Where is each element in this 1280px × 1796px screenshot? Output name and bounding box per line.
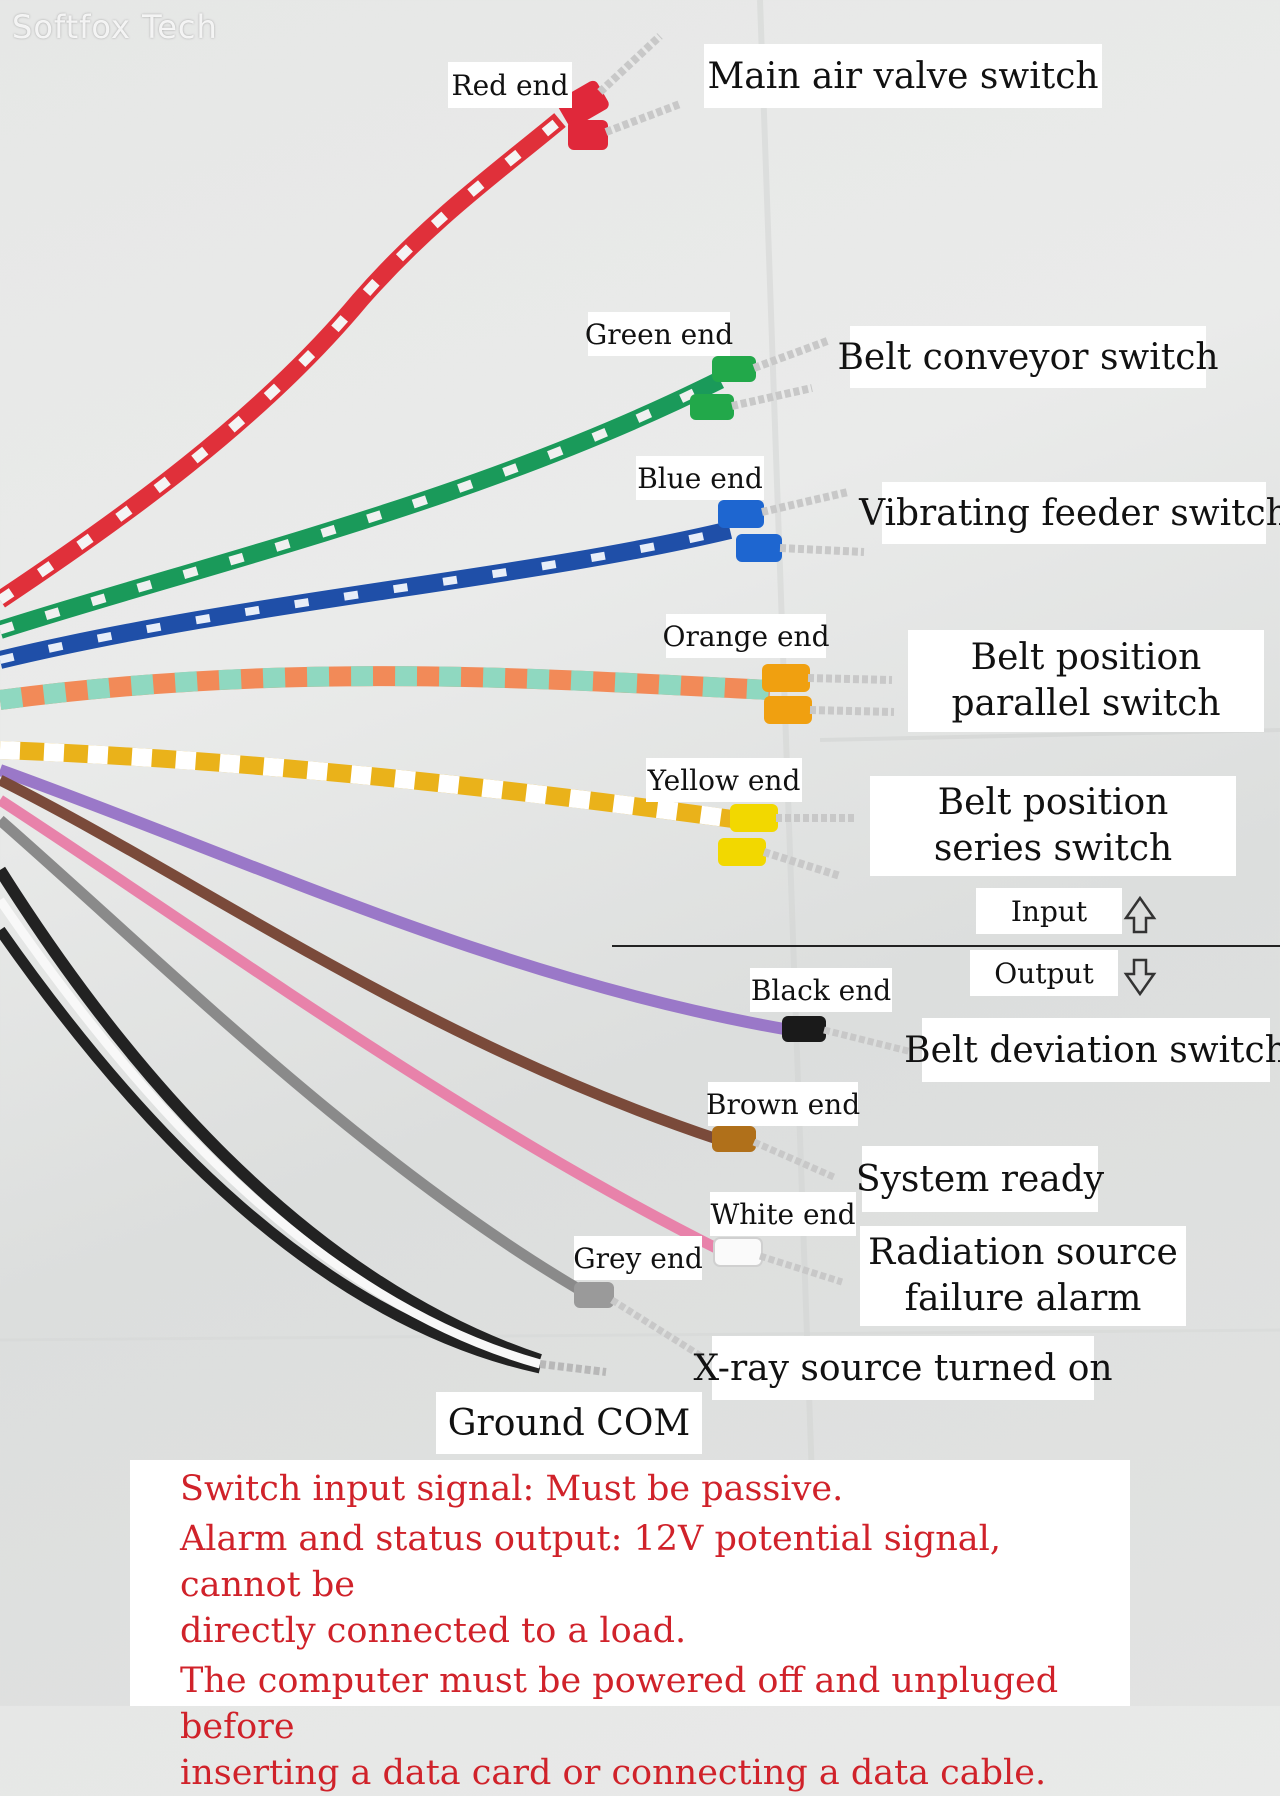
label-yellow-end: Yellow end bbox=[646, 758, 802, 802]
label-system-ready: System ready bbox=[856, 1146, 1104, 1212]
label-orange-end: Orange end bbox=[663, 614, 830, 658]
label-blue-end: Blue end bbox=[636, 456, 764, 500]
label-input: Input bbox=[976, 888, 1122, 934]
green-wire bbox=[0, 336, 832, 639]
label-brown-end: Brown end bbox=[706, 1082, 860, 1126]
label-grey-end: Grey end bbox=[573, 1236, 703, 1280]
label-vibrating-feeder: Vibrating feeder switch bbox=[859, 482, 1280, 544]
note-line-3b: inserting a data card or connecting a da… bbox=[180, 1753, 1047, 1793]
pink-wire bbox=[0, 795, 844, 1286]
label-belt-conveyor: Belt conveyor switch bbox=[837, 326, 1219, 388]
watermark: Softfox Tech bbox=[12, 8, 218, 46]
label-output: Output bbox=[970, 950, 1118, 996]
radiation-line2: failure alarm bbox=[904, 1278, 1142, 1319]
ground-wire bbox=[0, 866, 607, 1376]
orange-wire bbox=[0, 664, 895, 724]
label-belt-deviation: Belt deviation switch bbox=[904, 1018, 1280, 1082]
label-white-end: White end bbox=[710, 1192, 856, 1236]
label-radiation-alarm: Radiation source failure alarm bbox=[860, 1226, 1186, 1326]
note-line-2a: Alarm and status output: 12V potential s… bbox=[180, 1519, 1001, 1605]
red-wire bbox=[0, 33, 682, 608]
note-line-1: Switch input signal: Must be passive. bbox=[180, 1469, 844, 1509]
notes-panel: Switch input signal: Must be passive. Al… bbox=[130, 1460, 1130, 1793]
belt-parallel-line1: Belt position bbox=[970, 637, 1202, 678]
brown-wire bbox=[0, 775, 838, 1182]
label-main-air-valve: Main air valve switch bbox=[704, 44, 1102, 108]
label-belt-parallel: Belt position parallel switch bbox=[908, 630, 1264, 732]
label-green-end: Green end bbox=[585, 312, 733, 356]
grey-wire bbox=[0, 815, 706, 1361]
note-line-3a: The computer must be powered off and unp… bbox=[180, 1661, 1059, 1747]
label-red-end: Red end bbox=[448, 62, 572, 108]
note-line-2b: directly connected to a load. bbox=[180, 1611, 687, 1651]
belt-series-line1: Belt position bbox=[937, 782, 1169, 823]
belt-series-line2: series switch bbox=[933, 828, 1173, 869]
label-xray-on: X-ray source turned on bbox=[693, 1336, 1113, 1400]
arrow-up-icon bbox=[1123, 895, 1157, 934]
radiation-line1: Radiation source bbox=[868, 1232, 1178, 1273]
purple-wire bbox=[0, 764, 913, 1056]
label-belt-series: Belt position series switch bbox=[870, 776, 1236, 876]
yellow-wire bbox=[0, 741, 856, 880]
belt-parallel-line2: parallel switch bbox=[951, 683, 1221, 724]
arrow-down-icon bbox=[1123, 958, 1157, 997]
wire-photo bbox=[0, 0, 1280, 1706]
label-black-end: Black end bbox=[750, 968, 892, 1012]
blue-wire bbox=[0, 488, 865, 669]
label-ground-com: Ground COM bbox=[436, 1392, 702, 1454]
